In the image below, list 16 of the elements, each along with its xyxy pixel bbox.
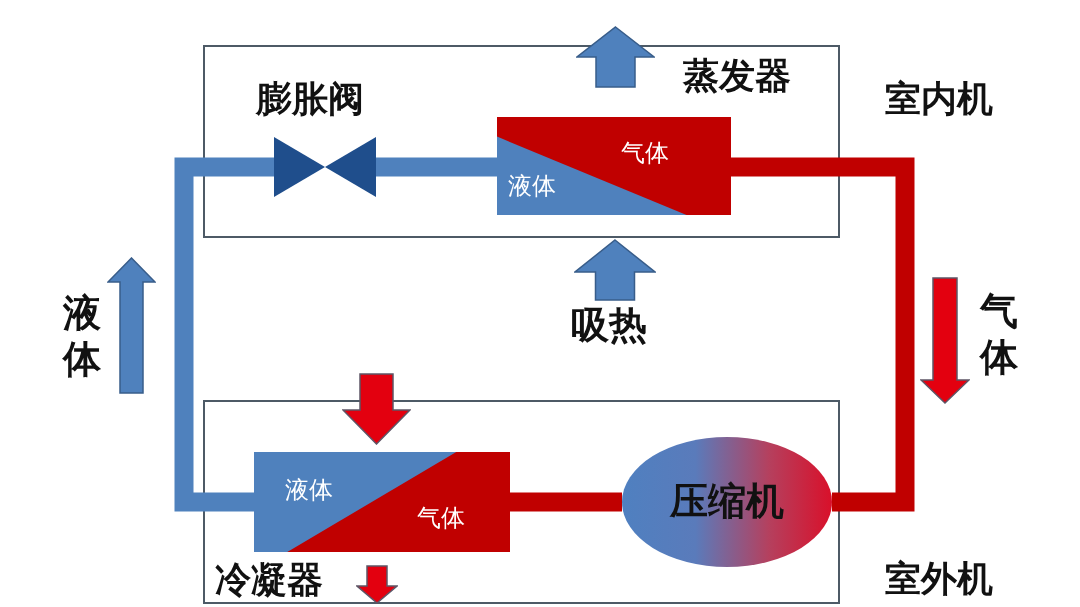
flow-label: 气体 xyxy=(980,288,1018,380)
phase-label: 气体 xyxy=(621,141,669,165)
pipe xyxy=(510,492,622,512)
component-label: 冷凝器 xyxy=(215,561,323,597)
phase-label: 液体 xyxy=(508,174,556,198)
heat-label: 吸热 xyxy=(571,306,647,344)
unit-label: 室外机 xyxy=(885,560,993,596)
component-label: 膨胀阀 xyxy=(256,80,364,116)
pipe xyxy=(174,157,274,512)
component-label: 蒸发器 xyxy=(683,57,791,93)
pipe xyxy=(731,157,915,512)
flow-label: 液体 xyxy=(63,290,101,382)
unit-label: 室内机 xyxy=(885,80,993,116)
component-label: 压缩机 xyxy=(670,482,784,520)
phase-label: 气体 xyxy=(417,506,465,530)
phase-label: 液体 xyxy=(285,478,333,502)
